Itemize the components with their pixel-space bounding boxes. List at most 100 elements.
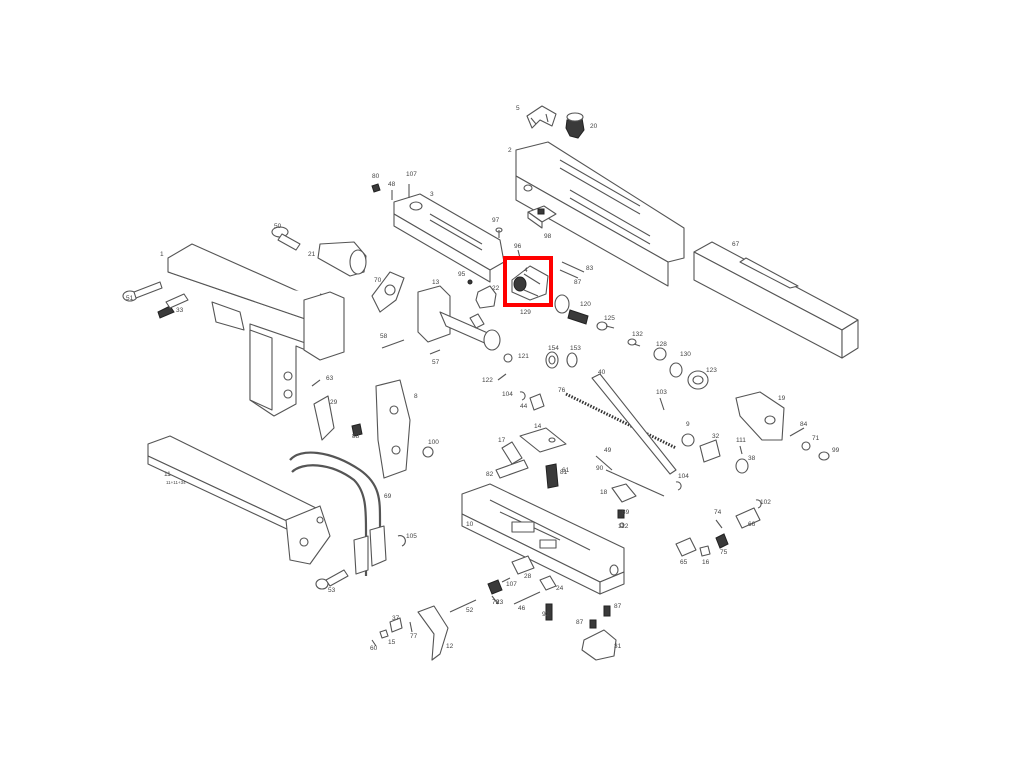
part-120-spring[interactable]: [567, 309, 589, 325]
part-63-pin[interactable]: [311, 379, 321, 387]
part-125-screw[interactable]: [596, 321, 615, 331]
part-107-pin-bottom[interactable]: [501, 577, 511, 583]
part-129-ring[interactable]: [554, 294, 570, 314]
part-90-rod[interactable]: [605, 469, 665, 497]
part-83-springs[interactable]: [559, 261, 585, 279]
part-40-guide-rod[interactable]: [591, 373, 677, 475]
part-50-pin[interactable]: [271, 226, 301, 251]
part-77-pin[interactable]: [409, 621, 413, 633]
part-29-lever[interactable]: [313, 395, 335, 441]
part-60-pin[interactable]: [371, 639, 377, 647]
part-121-ring[interactable]: [503, 353, 513, 363]
part-17-pawl[interactable]: [501, 441, 523, 465]
part-66-lever[interactable]: [735, 507, 761, 529]
part-23-spring[interactable]: [487, 579, 503, 595]
label-82: 82: [486, 471, 494, 478]
part-37-pin[interactable]: [389, 617, 403, 633]
part-14-sear[interactable]: [519, 427, 567, 453]
label-104a: 104: [502, 391, 513, 398]
part-31-trigger-guard[interactable]: [581, 629, 617, 661]
part-46-pin[interactable]: [513, 591, 541, 605]
part-74-spring[interactable]: [715, 519, 723, 529]
part-32-sleeve[interactable]: [699, 439, 721, 463]
part-130-washer[interactable]: [669, 362, 683, 378]
part-61-spring[interactable]: [545, 463, 559, 489]
label-2: 2: [508, 147, 512, 154]
part-33-lever[interactable]: [157, 293, 189, 319]
part-38-bushing[interactable]: [735, 458, 749, 474]
part-154-bushing[interactable]: [545, 351, 559, 369]
part-104-clip-a[interactable]: [519, 391, 526, 401]
part-69-stock-wire[interactable]: [289, 451, 387, 576]
label-33: 33: [176, 307, 184, 314]
part-98-block[interactable]: [527, 205, 557, 229]
part-16-pin[interactable]: [699, 545, 711, 557]
part-57-pin[interactable]: [429, 349, 441, 355]
part-123-nut[interactable]: [687, 370, 709, 390]
part-28-latch[interactable]: [511, 555, 535, 575]
label-87c: 87: [576, 619, 584, 626]
part-99-screw[interactable]: [818, 451, 830, 461]
part-20-knob[interactable]: [565, 112, 585, 139]
part-3-bolt[interactable]: [393, 193, 505, 283]
label-61: 61: [562, 467, 570, 474]
part-128-cap[interactable]: [653, 347, 667, 361]
part-53-pin[interactable]: [315, 569, 349, 590]
part-4-barrel-bushing[interactable]: [511, 265, 549, 301]
part-153-washer[interactable]: [566, 352, 578, 368]
part-9-ring[interactable]: [681, 433, 695, 447]
part-22-clip[interactable]: [475, 285, 497, 309]
part-132-pin[interactable]: [627, 338, 641, 347]
part-76-recoil-spring[interactable]: [565, 392, 677, 450]
part-15-clip[interactable]: [379, 629, 389, 639]
part-2-upper-receiver[interactable]: [515, 141, 685, 287]
label-80: 80: [372, 173, 380, 180]
label-12: 12: [446, 643, 454, 650]
part-102-clip[interactable]: [755, 499, 762, 509]
part-100-screw[interactable]: [422, 446, 434, 458]
part-84-pin[interactable]: [789, 427, 805, 437]
part-75-torsion-spring[interactable]: [715, 533, 729, 549]
part-95-pin[interactable]: [467, 279, 473, 285]
part-80-pin[interactable]: [371, 183, 381, 193]
part-67-barrel-shroud[interactable]: [693, 241, 859, 359]
part-71-ring[interactable]: [801, 441, 811, 451]
part-87-spring-c[interactable]: [589, 619, 597, 629]
part-58-pin[interactable]: [381, 339, 405, 349]
part-73-spring[interactable]: [491, 595, 499, 605]
part-65-latch[interactable]: [675, 537, 697, 557]
part-44-bushing[interactable]: [529, 393, 545, 411]
part-10-lower-receiver[interactable]: [461, 483, 625, 595]
part-89-spring[interactable]: [617, 509, 625, 519]
part-103-clip[interactable]: [659, 397, 665, 411]
part-1-lower-frame[interactable]: [167, 243, 345, 417]
part-104-clip-b[interactable]: [675, 481, 682, 491]
part-18-catch[interactable]: [611, 483, 637, 503]
part-112-ring[interactable]: [619, 522, 625, 528]
part-49-pin[interactable]: [595, 455, 613, 471]
part-82-lever[interactable]: [495, 459, 529, 479]
label-83: 83: [586, 265, 594, 272]
part-88-spring[interactable]: [351, 423, 363, 437]
part-111-pin[interactable]: [739, 445, 743, 455]
part-92-spring[interactable]: [545, 603, 553, 621]
part-8-stock-plate[interactable]: [375, 379, 411, 479]
part-13-trunnion[interactable]: [417, 285, 501, 351]
part-11-stock-rail[interactable]: [147, 435, 331, 565]
part-21-barrel-nut[interactable]: [317, 241, 367, 277]
part-122-pin[interactable]: [497, 373, 507, 381]
label-73: 73: [492, 599, 500, 606]
highlight-box: [503, 256, 553, 307]
part-105-clip[interactable]: [397, 535, 406, 547]
part-97-screw[interactable]: [495, 227, 503, 238]
part-19-front-sight[interactable]: [735, 391, 785, 441]
part-87-spring-b[interactable]: [603, 605, 611, 617]
part-51-pin[interactable]: [122, 281, 163, 302]
part-12-trigger[interactable]: [417, 605, 449, 661]
part-70-bracket[interactable]: [371, 271, 405, 313]
label-88: 88: [352, 433, 360, 440]
part-52-pin[interactable]: [449, 599, 477, 613]
part-5-sight[interactable]: [526, 105, 557, 129]
part-24-clip[interactable]: [539, 575, 557, 591]
label-89: 89: [622, 509, 630, 516]
